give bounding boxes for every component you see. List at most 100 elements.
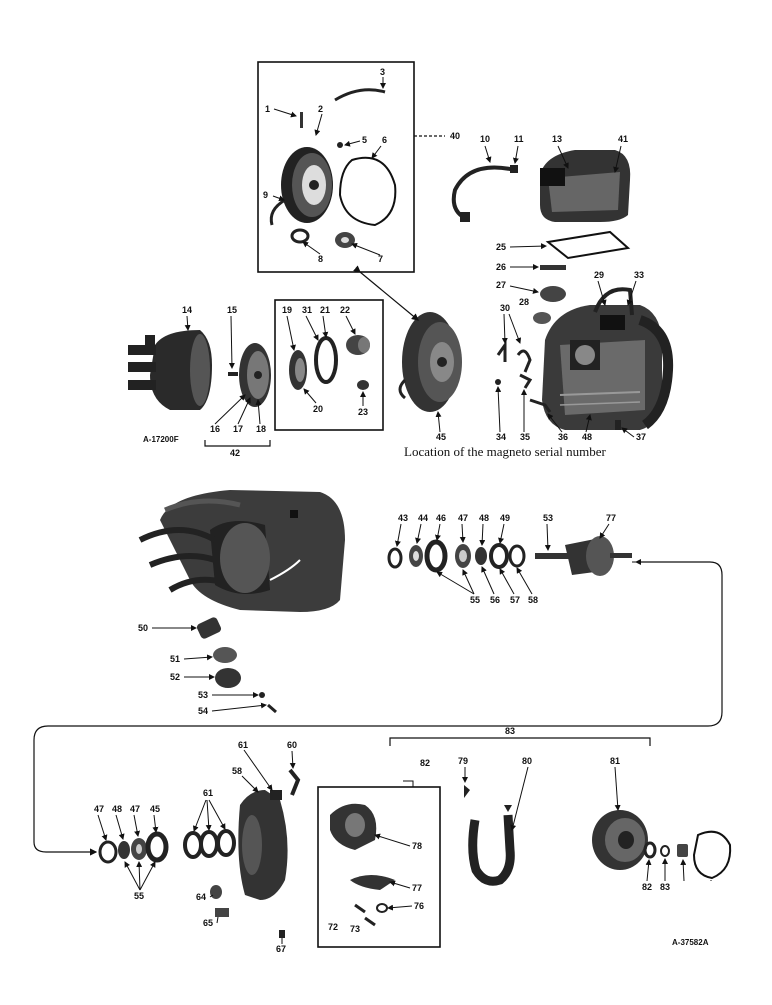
callout: 35	[520, 432, 530, 442]
callouts-cable: 10 11	[480, 134, 524, 144]
callout: 58	[232, 766, 242, 776]
callout: 23	[358, 407, 368, 417]
callout: 22	[340, 305, 350, 315]
callouts-lower-left: 47 48 47 45 61 55 58 61 60 64 65 67	[94, 740, 297, 954]
callout: 64	[196, 892, 206, 902]
callout: 14	[182, 305, 192, 315]
callouts-middle-box: 19 31 21 22 20 23	[282, 305, 368, 417]
figure-caption: Location of the magneto serial number	[404, 444, 606, 459]
callout: 54	[198, 706, 208, 716]
callout: 48	[112, 804, 122, 814]
plug-part	[196, 617, 222, 639]
callout: 33	[634, 270, 644, 280]
callout: 77	[412, 883, 422, 893]
seal-part	[213, 647, 237, 663]
callout: 7	[378, 254, 383, 264]
cover-gasket-part	[545, 230, 631, 260]
callout: 27	[496, 280, 506, 290]
callout: 41	[618, 134, 628, 144]
callout: 61	[203, 788, 213, 798]
magneto-housing-part	[542, 287, 674, 430]
callout: 8	[318, 254, 323, 264]
end-housing-part	[238, 790, 288, 900]
callout: 83	[660, 882, 670, 892]
callout: 82	[420, 758, 430, 768]
lower-bearing-parts	[98, 829, 236, 864]
pin-part	[300, 112, 303, 128]
callout: 15	[227, 305, 237, 315]
callouts-bearing-row: 43 44 46 47 48 49 53 77 55 56 57 58	[398, 513, 616, 605]
bearing-row-parts	[387, 539, 526, 573]
condenser-part	[540, 286, 566, 302]
coil-tube-part	[468, 814, 515, 886]
figure-reference-bottom: A-37582A	[672, 938, 709, 947]
end-gasket-part	[692, 830, 732, 880]
callout: 1	[265, 104, 270, 114]
callouts-cover: 13 41	[552, 134, 628, 144]
callout: 13	[552, 134, 562, 144]
callout: 76	[414, 901, 424, 911]
detail-box-upper	[257, 61, 415, 273]
callout: 58	[528, 595, 538, 605]
callout: 5	[362, 135, 367, 145]
rotor-disk-part	[228, 343, 271, 407]
callout: 73	[350, 924, 360, 934]
callout: 42	[230, 448, 240, 458]
callout: 53	[543, 513, 553, 523]
callout: 47	[94, 804, 104, 814]
detail-box-lower	[317, 786, 441, 948]
gear-parts	[289, 335, 370, 390]
callout: 16	[210, 424, 220, 434]
callout: 50	[138, 623, 148, 633]
callout: 28	[519, 297, 529, 307]
callout: 67	[276, 944, 286, 954]
callouts-upper-box: 1 2 3 5 6 7 8 9 40	[263, 67, 460, 264]
callout: 55	[470, 595, 480, 605]
callout: 21	[320, 305, 330, 315]
breaker-plate-part	[281, 147, 333, 223]
callout: 43	[398, 513, 408, 523]
impulse-coupling-part	[592, 810, 648, 870]
callout: 55	[134, 891, 144, 901]
callout: 18	[256, 424, 266, 434]
callouts-box-82: 78 77 76 72 73	[328, 841, 424, 934]
callout: 34	[496, 432, 506, 442]
callout: 9	[263, 190, 268, 200]
callout: 40	[450, 131, 460, 141]
callout: 83	[505, 726, 515, 736]
callout: 19	[282, 305, 292, 315]
gasket-part	[338, 156, 397, 227]
callout: 52	[170, 672, 180, 682]
callout: 3	[380, 67, 385, 77]
callout: 2	[318, 104, 323, 114]
callout: 56	[490, 595, 500, 605]
clip-part	[533, 312, 551, 324]
callout: 6	[382, 135, 387, 145]
callout: 78	[412, 841, 422, 851]
lever-part	[334, 88, 386, 102]
cable-part	[451, 165, 516, 220]
callout: 11	[514, 134, 524, 144]
callouts-housing: 29 33 30 34 35 36 48 37	[496, 270, 646, 442]
governor-parts	[330, 803, 395, 927]
callout: 48	[582, 432, 592, 442]
washer-part	[290, 228, 310, 244]
callouts-mid-left: 50 51 52 53 54	[138, 623, 208, 716]
callout: 29	[594, 270, 604, 280]
screw-part	[337, 142, 343, 148]
callout: 49	[500, 513, 510, 523]
assembly-connector	[33, 561, 723, 856]
callout: 53	[198, 690, 208, 700]
callout: 51	[170, 654, 180, 664]
callout: 57	[510, 595, 520, 605]
callouts-rotor: 15 16 17 18 42	[210, 305, 266, 458]
callout: 30	[500, 303, 510, 313]
callout: 31	[302, 305, 312, 315]
callout: 61	[238, 740, 248, 750]
magneto-cover-part	[540, 150, 631, 222]
callout: 45	[436, 432, 446, 442]
callout: 47	[458, 513, 468, 523]
assembled-magneto-part	[138, 490, 345, 612]
